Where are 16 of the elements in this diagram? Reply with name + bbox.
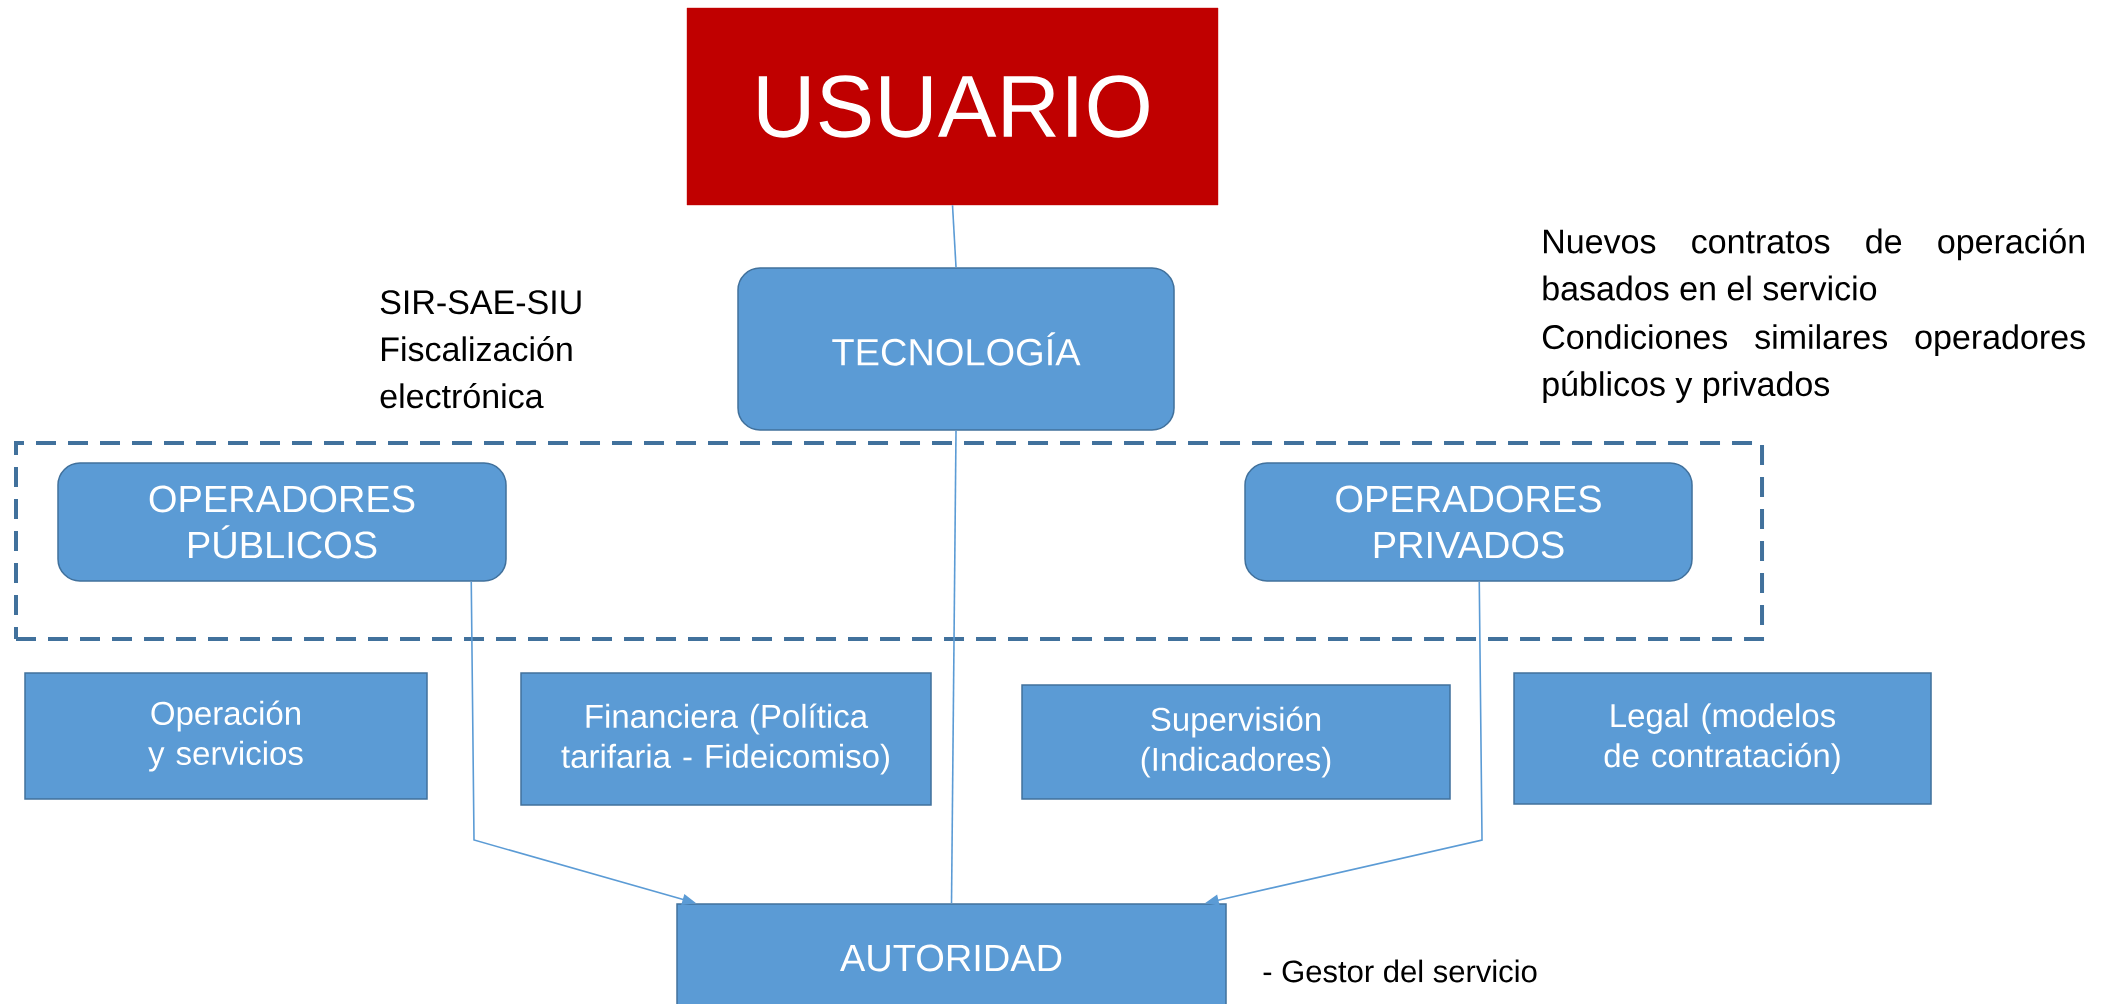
connector-line	[951, 204, 957, 269]
rounded-box: OPERADORES PÚBLICOS	[57, 462, 507, 582]
rounded-box: OPERADORES PRIVADOS	[1244, 462, 1693, 582]
title-box: USUARIO	[686, 7, 1219, 206]
process-box: Supervisión (Indicadores)	[1021, 684, 1451, 800]
note-text: - Gestor del servicio	[1263, 959, 1537, 983]
dashed-group-box	[14, 441, 1764, 641]
connector-line	[950, 429, 957, 905]
note-text: SIR-SAE-SIU Fiscalización electrónica	[380, 290, 581, 409]
process-box: Operación y servicios	[24, 672, 428, 800]
process-box: AUTORIDAD	[676, 903, 1227, 1004]
rounded-box: TECNOLOGÍA	[737, 267, 1175, 431]
process-box: Legal (modelos de contratación)	[1513, 672, 1932, 805]
process-box: Financiera (Política tarifaria - Fideicomiso)	[520, 672, 932, 806]
note-text: Nuevos contratos de operación basados en el servicio	[1543, 228, 2084, 301]
note-text: Condiciones similares operadores públicos y privados	[1542, 324, 2085, 403]
